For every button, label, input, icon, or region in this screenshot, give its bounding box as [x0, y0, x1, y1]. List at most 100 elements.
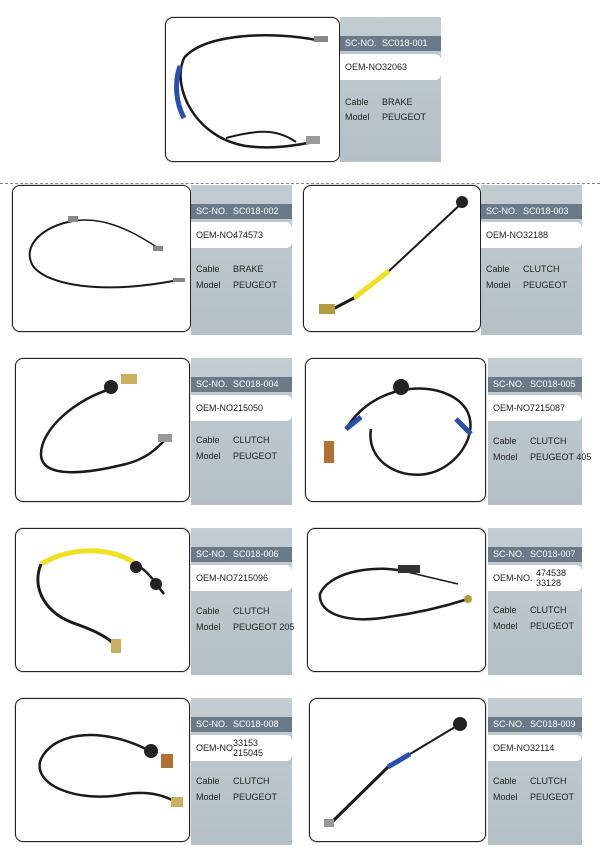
model-value: PEUGEOT — [233, 792, 278, 802]
cable-type: CLUTCH — [233, 435, 270, 445]
cable-type: CLUTCH — [233, 606, 270, 616]
cable-type: BRAKE — [233, 264, 264, 274]
spec-panel: SC-NO.SC018-007 OEM-NO.474538 33128 Cabl… — [488, 528, 582, 675]
oem-no-box: OEM-NO.32114 — [488, 735, 582, 761]
sc-no-value: SC018-009 — [530, 719, 576, 729]
oem-no-value: 32063 — [382, 62, 408, 72]
oem-no-value: 32188 — [523, 230, 549, 240]
brake-cable-icon — [28, 216, 185, 289]
model-value: PEUGEOT 205 — [233, 622, 295, 632]
sc-no-header: SC-NO.SC018-007 — [488, 547, 582, 562]
cable-type: BRAKE — [382, 97, 413, 107]
sc-no-header: SC-NO.SC018-009 — [488, 717, 582, 732]
cable-photo — [15, 698, 190, 842]
model-value: PEUGEOT — [233, 451, 278, 461]
cable-type: CLUTCH — [523, 264, 560, 274]
model-value: PEUGEOT — [523, 280, 568, 290]
sc-no-header: SC-NO.SC018-001 — [340, 36, 441, 51]
oem-no-box: OEM-NO.32188 — [481, 222, 582, 248]
sc-no-value: SC018-005 — [530, 379, 576, 389]
cable-type: CLUTCH — [233, 776, 270, 786]
oem-no-box: OEM-NO.215050 — [191, 395, 292, 421]
model-value: PEUGEOT — [233, 280, 278, 290]
cable-photo — [15, 528, 190, 672]
product-card-sc018-007[interactable]: SC-NO.SC018-007 OEM-NO.474538 33128 Cabl… — [307, 528, 582, 675]
sc-no-value: SC018-003 — [523, 206, 569, 216]
oem-no-value: 474538 33128 — [536, 568, 567, 588]
oem-no-value: 215050 — [233, 403, 264, 413]
model-value: PEUGEOT — [530, 621, 575, 631]
sc-no-header: SC-NO.SC018-002 — [191, 204, 292, 219]
model-value: PEUGEOT 405 — [530, 452, 592, 462]
spec-panel: SC-NO.SC018-008 OEM-NO.33153 215045 Cabl… — [191, 698, 292, 845]
oem-no-value: 474573 — [233, 230, 264, 240]
cable-type: CLUTCH — [530, 605, 567, 615]
sc-no-value: SC018-004 — [233, 379, 279, 389]
oem-no-value: 7215096 — [233, 573, 269, 583]
cable-photo — [165, 17, 340, 162]
brake-cable-icon — [174, 34, 328, 149]
sc-no-header: SC-NO.SC018-008 — [191, 717, 292, 732]
cable-type: CLUTCH — [530, 776, 567, 786]
oem-no-box: OEM-NO.474573 — [191, 222, 292, 248]
oem-no-value: 7215087 — [530, 403, 566, 413]
sc-no-header: SC-NO.SC018-004 — [191, 377, 292, 392]
clutch-cable-icon — [38, 733, 183, 807]
cable-photo — [309, 698, 486, 842]
sc-no-header: SC-NO.SC018-006 — [191, 547, 292, 562]
sc-no-value: SC018-008 — [233, 719, 279, 729]
sc-no-header: SC-NO.SC018-003 — [481, 204, 582, 219]
oem-no-box: OEM-NO.7215087 — [488, 395, 582, 421]
clutch-cable-icon — [318, 565, 472, 621]
cable-photo — [12, 185, 191, 332]
clutch-cable-icon — [324, 717, 467, 827]
clutch-cable-icon — [39, 374, 172, 474]
oem-no-box: OEM-NO.474538 33128 — [488, 565, 582, 591]
sc-no-value: SC018-002 — [233, 206, 279, 216]
sc-no-value: SC018-006 — [233, 549, 279, 559]
cable-photo — [307, 528, 486, 672]
product-card-sc018-008[interactable]: SC-NO.SC018-008 OEM-NO.33153 215045 Cabl… — [15, 698, 292, 845]
clutch-cable-icon — [324, 379, 473, 477]
sc-no-header: SC-NO.SC018-005 — [488, 377, 582, 392]
cable-photo — [15, 358, 190, 502]
model-value: PEUGEOT — [530, 792, 575, 802]
section-divider — [0, 183, 600, 184]
sc-no-value: SC018-007 — [530, 549, 576, 559]
clutch-cable-icon — [319, 196, 468, 314]
oem-no-box: OEM-NO.7215096 — [191, 565, 292, 591]
cable-photo — [303, 185, 481, 332]
oem-no-value: 33153 215045 — [233, 738, 264, 758]
oem-no-value: 32114 — [530, 743, 555, 753]
